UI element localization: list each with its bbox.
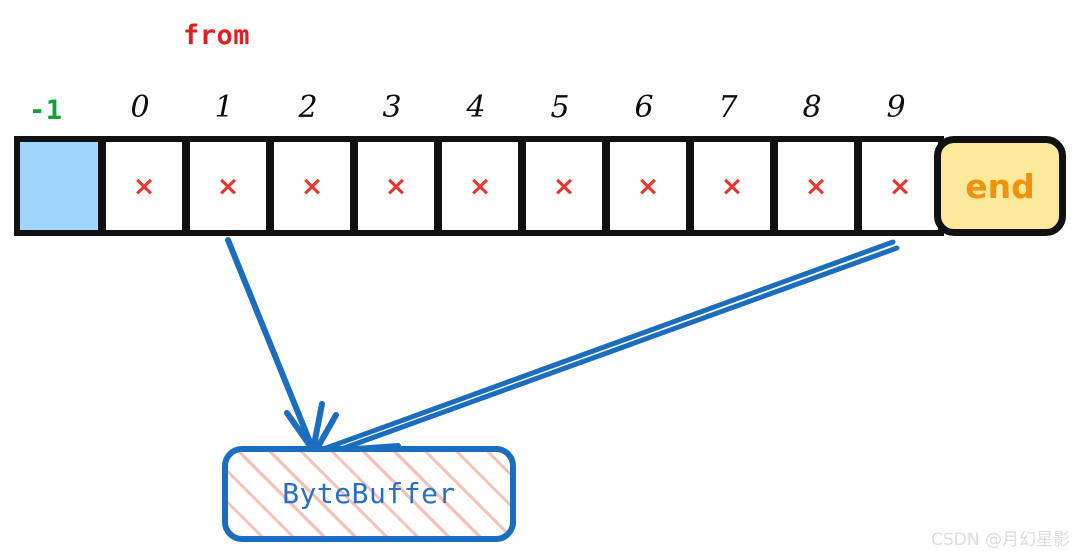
index-label-9: 9 [886, 90, 906, 125]
bytebuffer-label: ByteBuffer [282, 477, 456, 510]
end-box[interactable]: end [934, 136, 1066, 236]
index-label-minus-1: -1 [29, 95, 63, 126]
cell-x-mark: × [804, 170, 828, 202]
cell-x-mark: × [384, 170, 408, 202]
array-cell-2[interactable]: × [268, 136, 356, 236]
arrow-end-to-bytebuffer [312, 239, 900, 459]
cell-x-mark: × [720, 170, 744, 202]
cell-x-mark: × [552, 170, 576, 202]
cell-x-mark: × [888, 170, 912, 202]
array-strip: × × × × × × × × × × [14, 136, 944, 236]
cell-x-mark: × [132, 170, 156, 202]
index-label-5: 5 [550, 90, 570, 125]
cell-x-mark: × [468, 170, 492, 202]
end-box-label: end [965, 166, 1035, 206]
cell-x-mark: × [300, 170, 324, 202]
index-label-1: 1 [214, 90, 234, 125]
bytebuffer-box[interactable]: ByteBuffer [222, 446, 516, 542]
from-label: from [183, 20, 251, 51]
arrow-cell1-to-bytebuffer [225, 237, 325, 453]
cell-x-mark: × [216, 170, 240, 202]
cell-x-mark: × [636, 170, 660, 202]
index-label-8: 8 [802, 90, 822, 125]
index-label-6: 6 [634, 90, 654, 125]
index-label-2: 2 [298, 90, 318, 125]
watermark: CSDN @月幻星影 [931, 530, 1070, 550]
array-cell-6[interactable]: × [604, 136, 692, 236]
index-label-3: 3 [382, 90, 402, 125]
index-label-7: 7 [718, 90, 738, 125]
index-label-0: 0 [130, 90, 150, 125]
array-cell-9[interactable]: × [856, 136, 944, 236]
index-label-4: 4 [466, 90, 486, 125]
array-cell-3[interactable]: × [352, 136, 440, 236]
